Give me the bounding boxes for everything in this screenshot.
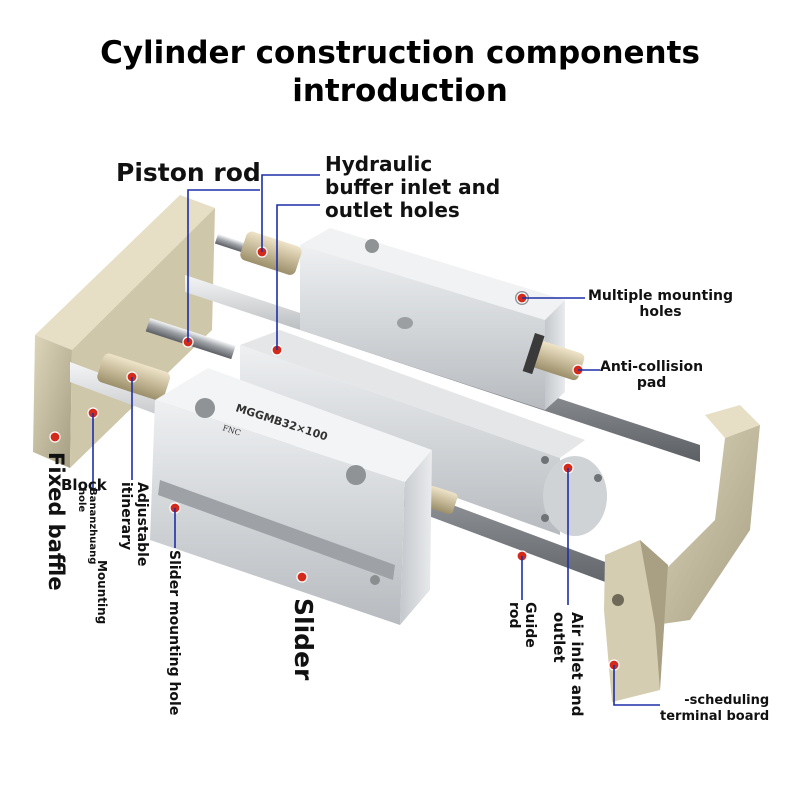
leader-block: [92, 413, 100, 491]
diagram-title: Cylinder construction components introdu…: [0, 34, 800, 110]
fixed-baffle-plate: [33, 195, 215, 468]
scheduling-terminal-board: [604, 405, 760, 702]
label-adjustable-itinerary: Adjustable itinerary: [118, 482, 150, 566]
label-guide-rod-line-1: Guide: [522, 602, 538, 648]
label-adjustable-line-1: Adjustable: [134, 482, 150, 567]
label-hydraulic-buffer-line-1: Hydraulic: [325, 152, 433, 176]
anti-collision-pad: [522, 332, 585, 381]
label-banzhuang-mounting-hole: Mounting: [95, 560, 109, 625]
label-piston-rod: Piston rod: [116, 158, 261, 187]
label-multiple-mounting-line-2: holes: [639, 304, 682, 320]
label-banzhuang-line-3: hole: [76, 488, 87, 513]
label-banzhuang-line-2: Bananzhuang: [87, 488, 98, 565]
label-fixed-baffle: Fixed baffle: [44, 452, 68, 591]
title-line-1: Cylinder construction components: [100, 35, 700, 71]
hydraulic-buffer: [240, 231, 302, 275]
label-slider: Slider: [289, 598, 318, 681]
label-air-inlet-outlet: Air inlet and outlet: [550, 612, 586, 716]
label-guide-rod-line-2: rod: [506, 602, 522, 629]
label-air-inlet-line-1: Air inlet and: [568, 612, 586, 717]
title-line-2: introduction: [292, 73, 508, 109]
leader-terminal-board: [613, 665, 660, 706]
label-adjustable-line-2: itinerary: [118, 482, 134, 551]
label-banzhuang-name: Bananzhuang hole: [76, 488, 98, 564]
label-anti-collision-line-2: pad: [636, 375, 667, 391]
label-hydraulic-buffer-line-3: outlet holes: [325, 198, 460, 222]
label-slider-mounting-hole: Slider mounting hole: [166, 550, 182, 716]
label-multiple-mounting-line-1: Multiple mounting: [588, 288, 733, 304]
label-multiple-mounting-holes: Multiple mounting holes: [588, 288, 733, 320]
label-scheduling-line-1: -scheduling: [684, 693, 770, 708]
label-banzhuang-line-1: Mounting: [95, 560, 109, 625]
label-guide-rod: Guide rod: [506, 602, 538, 648]
marker-slider: [296, 571, 308, 583]
label-anti-collision-line-1: Anti-collision: [600, 359, 704, 375]
slider-block: MGGMB32×100 FNC: [150, 368, 432, 625]
leader-piston-rod: [187, 189, 260, 342]
leader-hydraulic-buffer: [261, 174, 320, 252]
marker-fixed-baffle: [49, 431, 61, 443]
leader-hydraulic-outlet: [276, 204, 320, 350]
label-scheduling-line-2: terminal board: [660, 709, 770, 724]
label-hydraulic-buffer-line-2: buffer inlet and: [325, 175, 501, 199]
label-block: Block: [61, 476, 107, 494]
label-scheduling-terminal-board: -scheduling terminal board: [660, 693, 769, 725]
label-hydraulic-buffer: Hydraulic buffer inlet and outlet holes: [325, 153, 500, 222]
leader-lines: [92, 174, 660, 706]
label-air-inlet-line-2: outlet: [550, 612, 568, 663]
label-anti-collision-pad: Anti-collision pad: [600, 359, 703, 391]
